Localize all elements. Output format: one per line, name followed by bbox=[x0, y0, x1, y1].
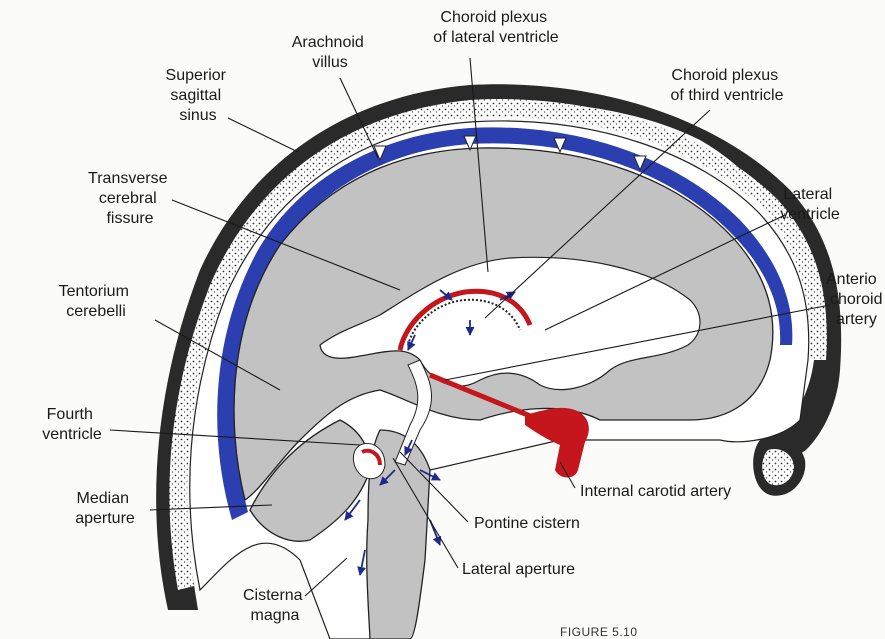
figure-caption: FIGURE 5.10 bbox=[560, 625, 638, 639]
label-internal-carotid-artery: Internal carotid artery bbox=[580, 483, 731, 500]
label-lateral-aperture: Lateral aperture bbox=[462, 561, 575, 578]
label-pontine-cistern: Pontine cistern bbox=[474, 515, 580, 532]
